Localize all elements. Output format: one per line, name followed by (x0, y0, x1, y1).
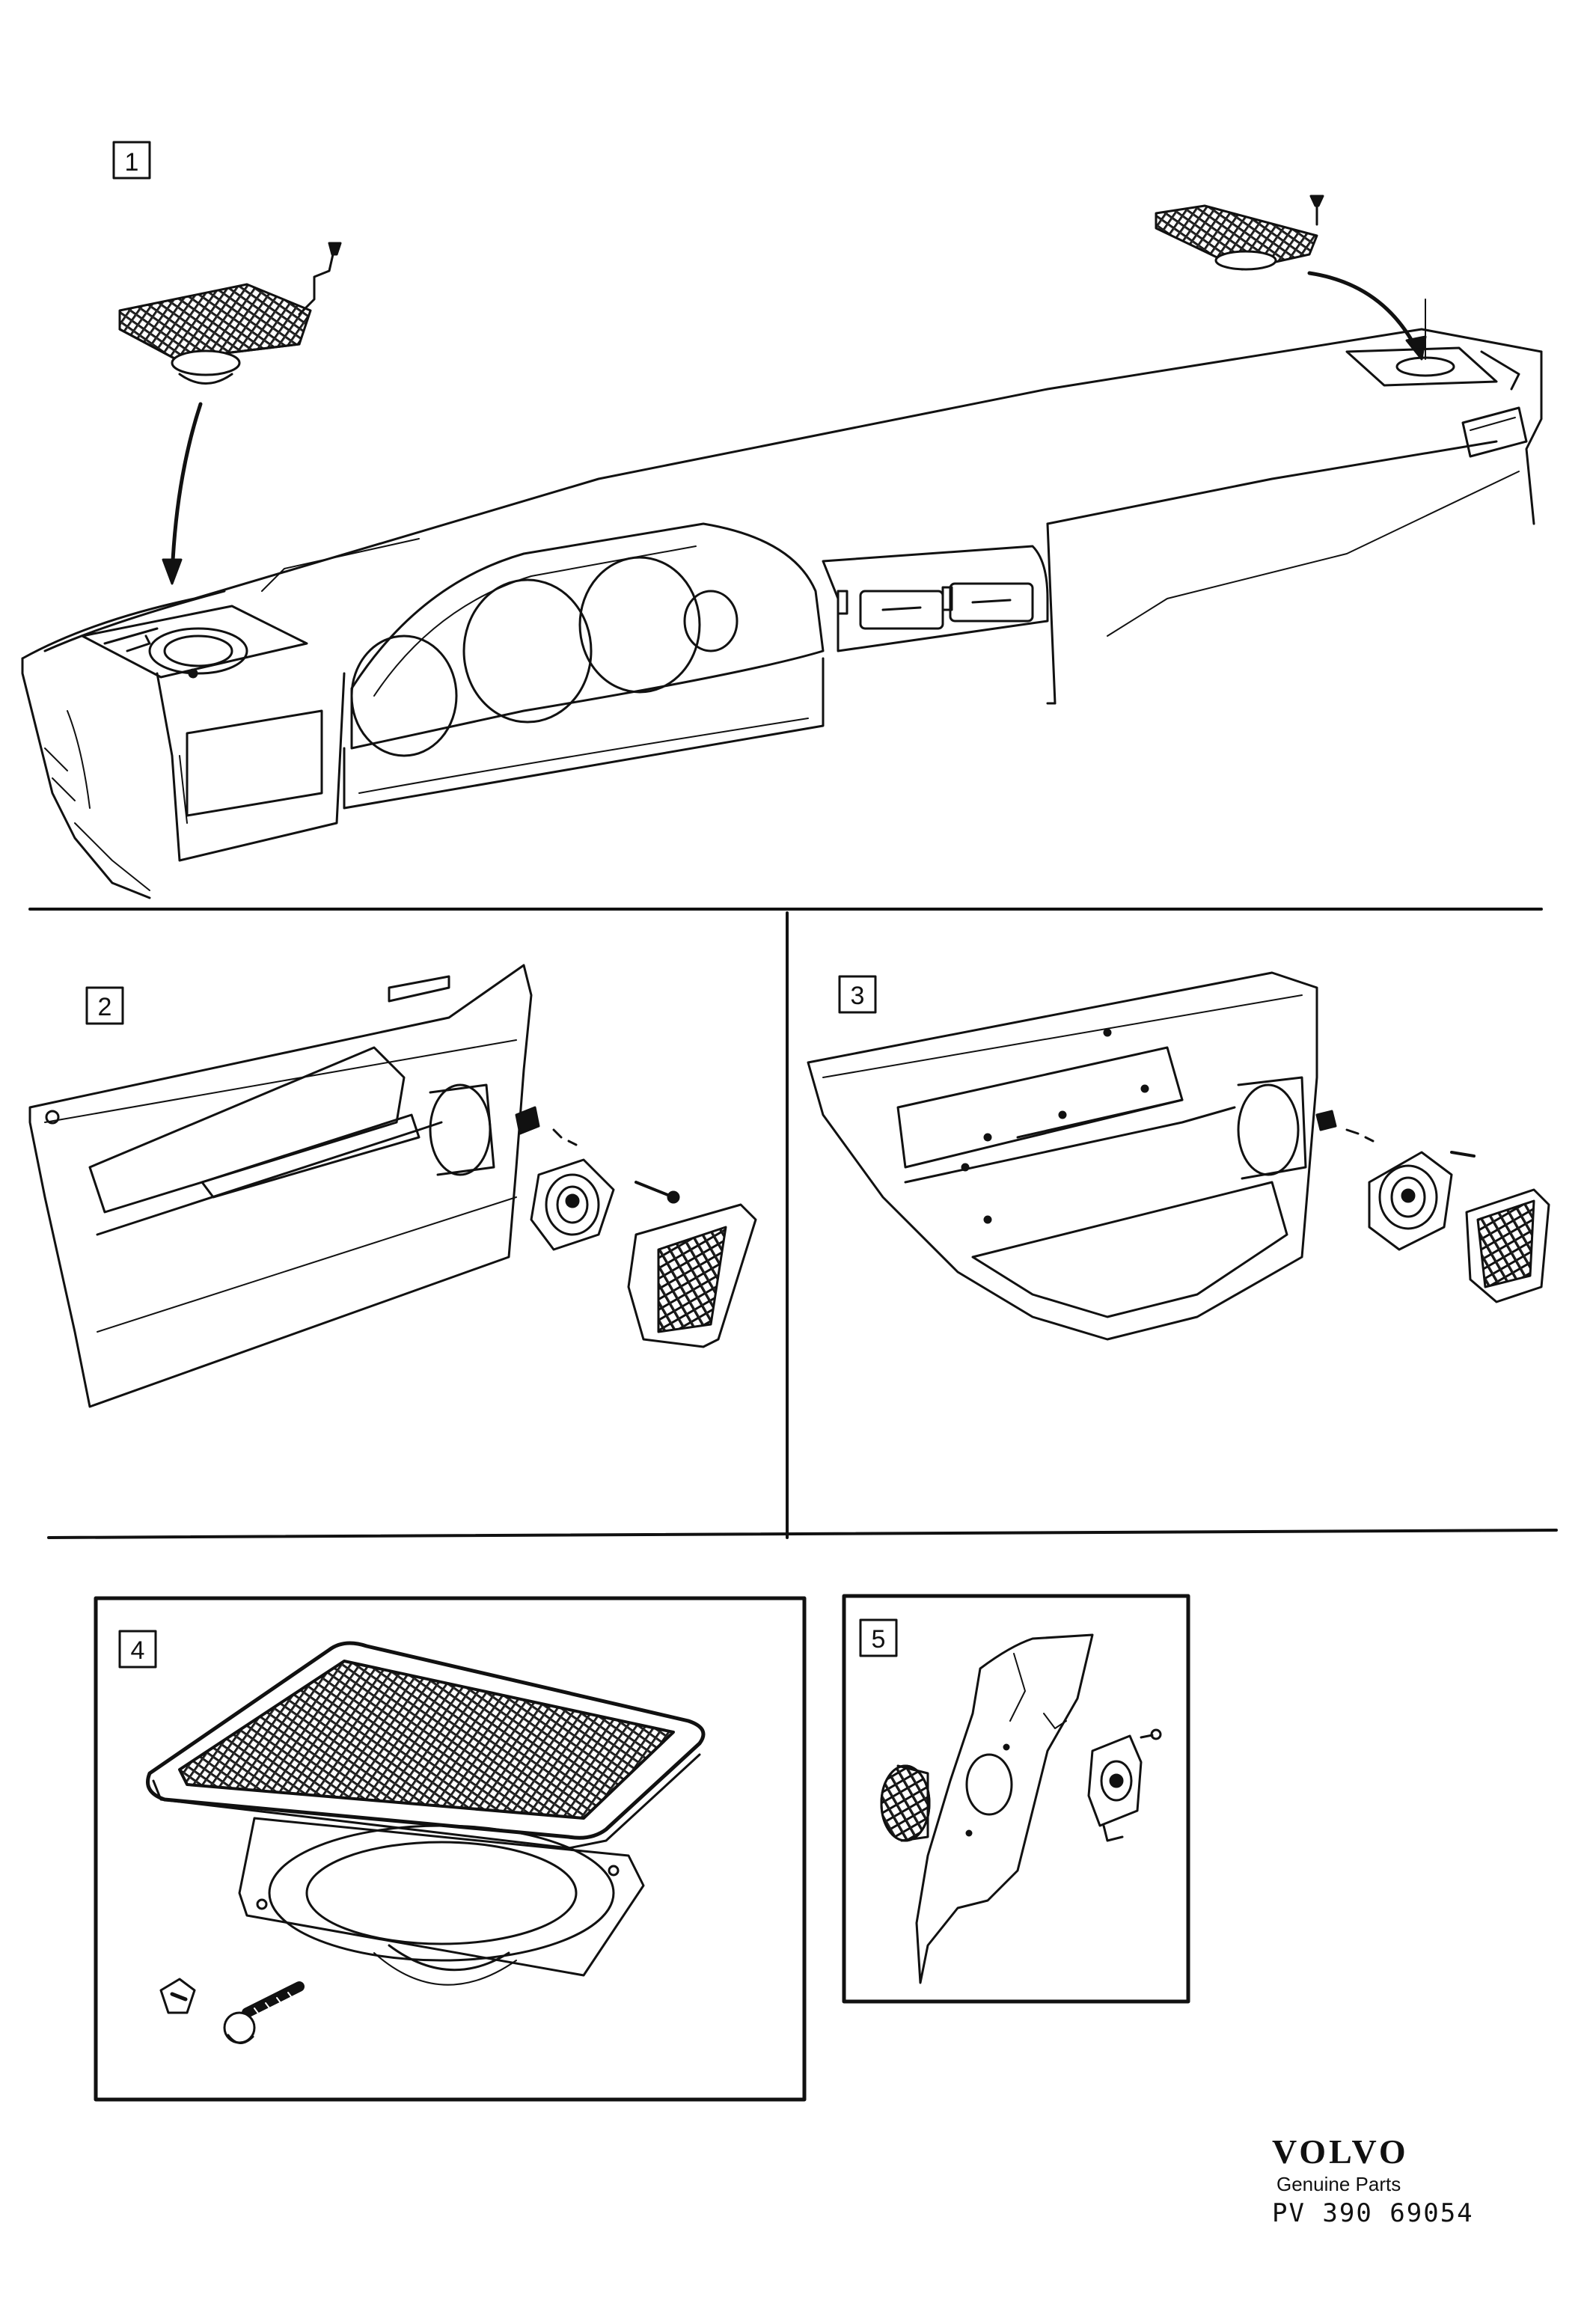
right-arrow (1307, 271, 1420, 354)
front-door-grille (627, 1203, 757, 1348)
panel-5-label: 5 (872, 1625, 886, 1654)
pillar-tweeter (1087, 1734, 1143, 1842)
rear-door-screw (1450, 1151, 1476, 1158)
front-door-screw (635, 1181, 675, 1199)
panel-4-label: 4 (131, 1636, 145, 1665)
speaker-clip (159, 1978, 196, 2014)
a-pillar-trim (915, 1633, 1094, 1984)
part-number: PV 390 69054 (1272, 2198, 1474, 2228)
speaker-driver (238, 1817, 645, 1986)
front-door-speaker (530, 1158, 615, 1251)
speaker-grille (146, 1641, 706, 1850)
pillar-tweeter-cover (880, 1764, 931, 1842)
panel-1: 1 (21, 141, 1543, 899)
panel-2: 2 (28, 964, 757, 1408)
panel-4: 4 (94, 1596, 807, 2102)
brand-block: VOLVO Genuine Parts PV 390 69054 (1272, 2132, 1496, 2230)
brand-logo: VOLVO (1272, 2132, 1409, 2171)
panel-1-label-box (112, 141, 151, 180)
panel-3: 3 (807, 971, 1550, 1341)
panel-5: 5 (842, 1594, 1190, 2004)
panel-5-label-box (859, 1618, 898, 1657)
panel-5-frame (842, 1594, 1190, 2004)
panel-3-label-box (838, 975, 877, 1014)
front-door-panel (28, 964, 578, 1408)
left-arrow (170, 402, 203, 578)
dashboard (21, 299, 1543, 899)
divider-bottom (47, 1529, 1558, 1539)
panel-3-label: 3 (851, 982, 865, 1010)
panel-1-label: 1 (125, 148, 139, 177)
right-arrow-head (1405, 335, 1427, 361)
rear-door-speaker (1368, 1151, 1453, 1251)
speaker-screw (223, 1981, 305, 2044)
panel-2-label: 2 (98, 993, 112, 1021)
left-arrow-head (162, 558, 183, 585)
left-dash-speaker (118, 242, 342, 385)
panel-4-frame (94, 1596, 807, 2102)
right-dash-speaker (1155, 195, 1324, 271)
pillar-tweeter-screw (1140, 1728, 1162, 1740)
panel-2-label-box (85, 986, 124, 1025)
panel-4-label-box (118, 1630, 157, 1669)
rear-door-panel (807, 971, 1375, 1341)
brand-subtitle: Genuine Parts (1276, 2173, 1401, 2195)
rear-door-grille (1465, 1188, 1550, 1303)
